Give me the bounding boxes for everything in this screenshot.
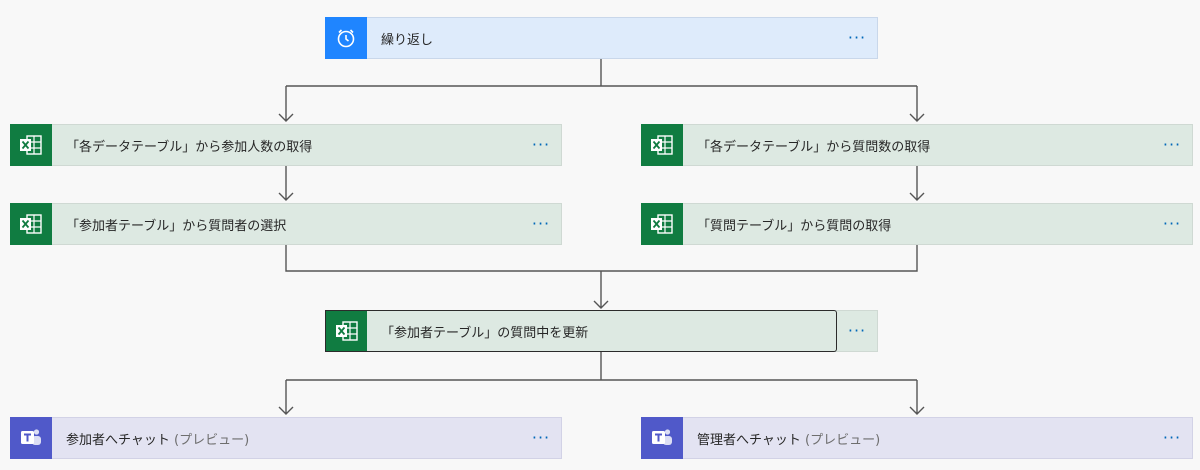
excel-icon	[325, 310, 367, 352]
connector-arrow-right-1	[909, 86, 925, 122]
chat-participant-card[interactable]: 参加者へチャット (プレビュー) ···	[10, 417, 562, 459]
connector-merge	[285, 244, 918, 309]
connector-arrow-right-2	[909, 166, 925, 201]
update-in-question-card[interactable]: 「参加者テーブル」の質問中を更新 ···	[325, 310, 878, 352]
teams-icon	[641, 417, 683, 459]
recurrence-title: 繰り返し	[381, 32, 434, 48]
chat-participant-preview-tag: (プレビュー)	[174, 432, 250, 448]
excel-icon	[641, 203, 683, 245]
chat-admin-card[interactable]: 管理者へチャット (プレビュー) ···	[641, 417, 1193, 459]
connector-arrow-left-3	[278, 380, 294, 415]
alarm-clock-icon	[325, 17, 367, 59]
recurrence-card[interactable]: 繰り返し ···	[325, 17, 878, 59]
get-question-count-card[interactable]: 「各データテーブル」から質問数の取得 ···	[641, 124, 1193, 166]
get-participant-count-card[interactable]: 「各データテーブル」から参加人数の取得 ···	[10, 124, 562, 166]
excel-icon	[641, 124, 683, 166]
get-question-title: 「質問テーブル」から質問の取得	[697, 218, 892, 234]
get-participant-count-more-button[interactable]: ···	[531, 135, 551, 154]
select-questioner-card[interactable]: 「参加者テーブル」から質問者の選択 ···	[10, 203, 562, 245]
get-question-card[interactable]: 「質問テーブル」から質問の取得 ···	[641, 203, 1193, 245]
get-participant-count-title: 「各データテーブル」から参加人数の取得	[66, 139, 313, 155]
get-question-more-button[interactable]: ···	[1162, 214, 1182, 233]
chat-admin-label: 管理者へチャット	[697, 432, 801, 448]
update-in-question-title: 「参加者テーブル」の質問中を更新	[367, 310, 837, 352]
chat-participant-title: 参加者へチャット (プレビュー)	[52, 429, 521, 448]
excel-icon	[10, 124, 52, 166]
select-questioner-more-button[interactable]: ···	[531, 214, 551, 233]
update-in-question-more-button[interactable]: ···	[847, 321, 867, 340]
connector-recurrence-split	[286, 59, 917, 87]
chat-participant-label: 参加者へチャット	[66, 432, 170, 448]
select-questioner-title: 「参加者テーブル」から質問者の選択	[66, 218, 287, 234]
teams-icon	[10, 417, 52, 459]
connector-update-split	[286, 351, 917, 381]
connector-arrow-right-3	[909, 380, 925, 415]
get-question-count-more-button[interactable]: ···	[1162, 135, 1182, 154]
get-question-count-title: 「各データテーブル」から質問数の取得	[697, 139, 931, 155]
chat-participant-more-button[interactable]: ···	[531, 428, 551, 447]
recurrence-more-button[interactable]: ···	[847, 28, 867, 47]
excel-icon	[10, 203, 52, 245]
connector-arrow-left-1	[278, 86, 294, 122]
connector-arrow-left-2	[278, 166, 294, 201]
chat-admin-title: 管理者へチャット (プレビュー)	[683, 429, 1152, 448]
chat-admin-preview-tag: (プレビュー)	[805, 432, 881, 448]
chat-admin-more-button[interactable]: ···	[1162, 428, 1182, 447]
